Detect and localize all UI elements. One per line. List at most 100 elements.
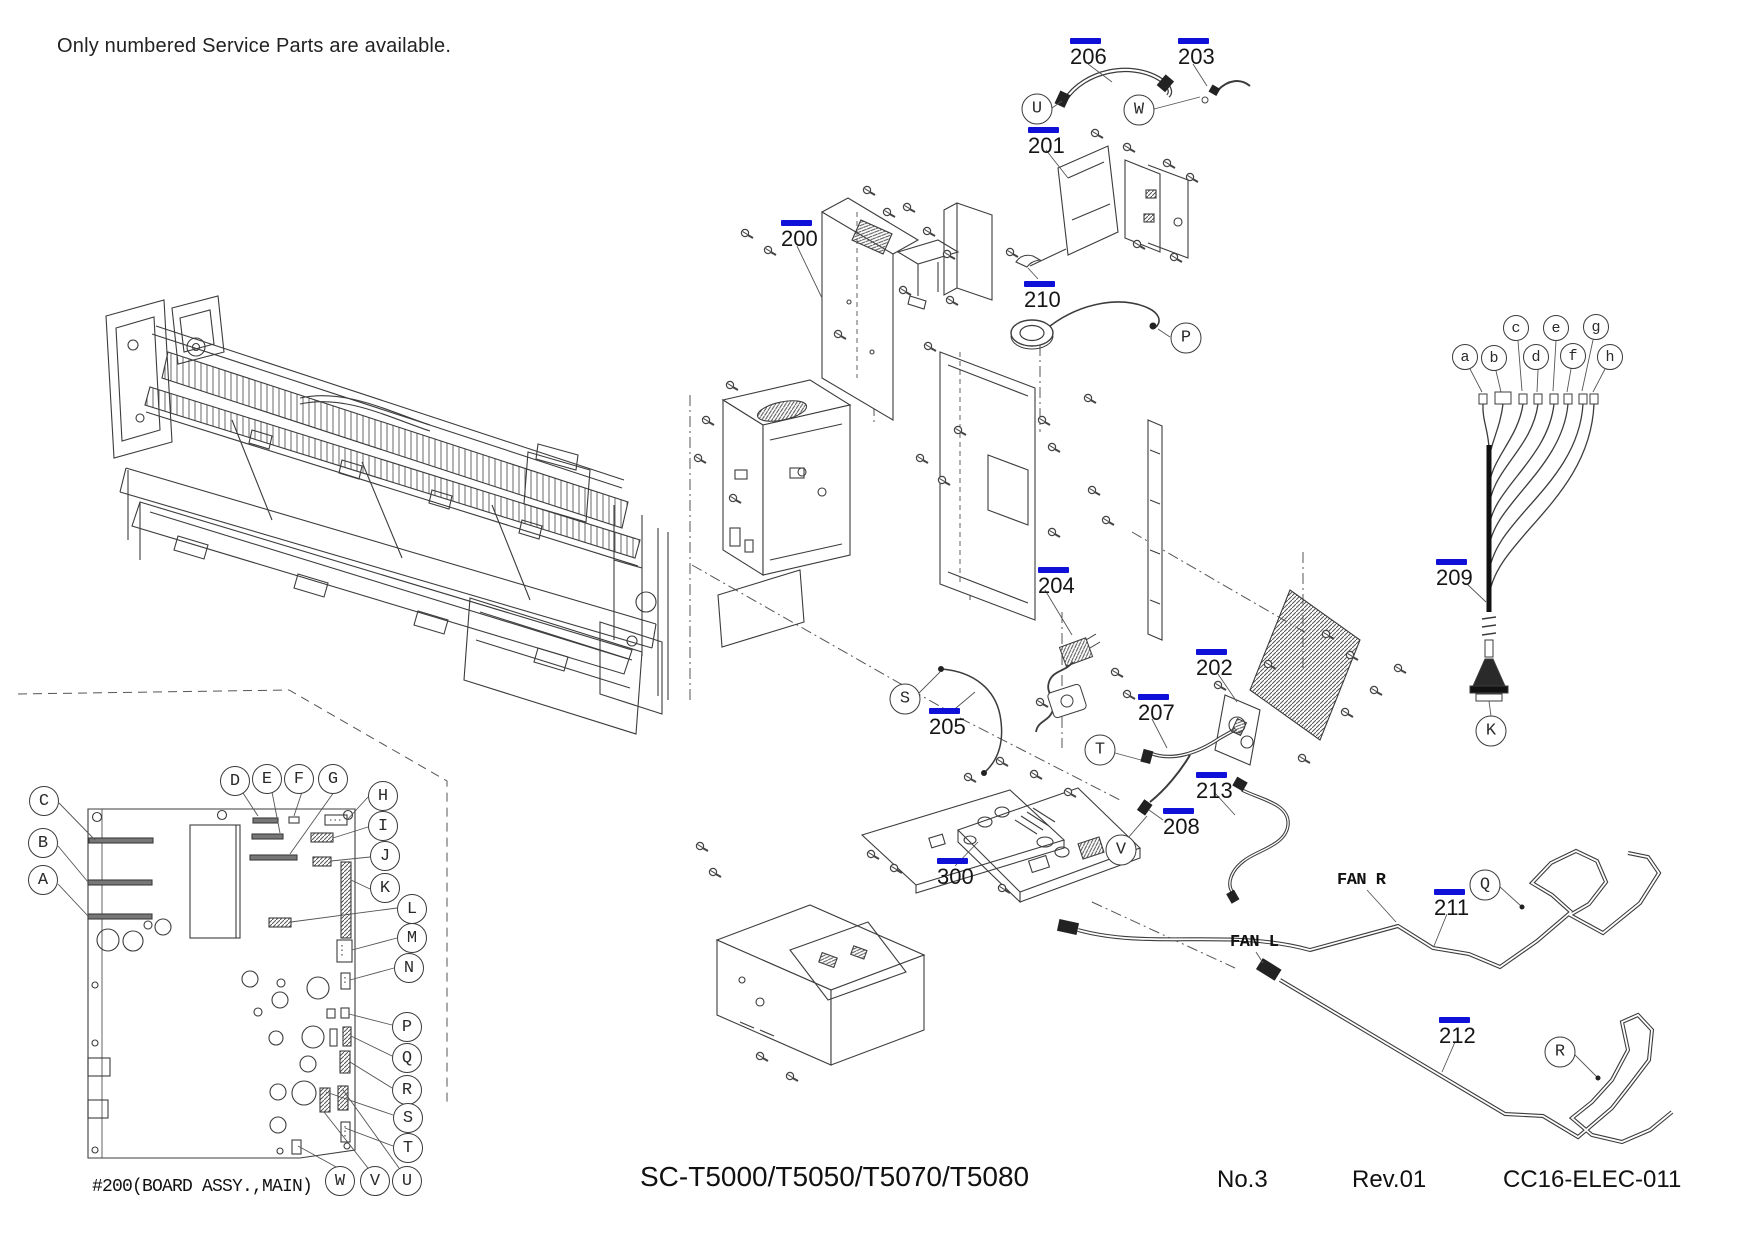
part-callout-203: 203 (1178, 38, 1215, 68)
balloon-ref-T: T (1084, 734, 1116, 766)
balloon-board-V: V (360, 1166, 390, 1196)
part-callout-208: 208 (1163, 808, 1200, 838)
sheet-number: No.3 (1217, 1166, 1268, 1193)
part-callout-201: 201 (1028, 127, 1065, 157)
callout-number: 300 (937, 864, 974, 889)
part-callout-213: 213 (1196, 772, 1233, 802)
balloon-wire-e: e (1543, 315, 1569, 341)
part-callout-204: 204 (1038, 567, 1075, 597)
balloon-board-S: S (393, 1103, 423, 1133)
balloon-board-D: D (220, 766, 250, 796)
fan-l-label: FAN L (1230, 933, 1279, 952)
callout-accent-bar (1196, 649, 1227, 655)
part-callout-210: 210 (1024, 281, 1061, 311)
callout-accent-bar (1178, 38, 1209, 44)
balloon-board-A: A (28, 865, 58, 895)
callout-number: 201 (1028, 133, 1065, 158)
callout-accent-bar (1024, 281, 1055, 287)
balloon-ref-U: U (1021, 93, 1053, 125)
callout-number: 211 (1434, 895, 1470, 920)
callout-number: 208 (1163, 814, 1200, 839)
fan-r-label: FAN R (1337, 871, 1386, 890)
balloon-board-M: M (397, 923, 427, 953)
balloon-wire-d: d (1523, 344, 1549, 370)
balloon-board-K: K (370, 873, 400, 903)
callout-accent-bar (1196, 772, 1227, 778)
callout-number: 202 (1196, 655, 1233, 680)
callout-accent-bar (1038, 567, 1069, 573)
document-code: CC16-ELEC-011 (1503, 1166, 1682, 1193)
balloon-board-W: W (325, 1166, 355, 1196)
harness-209 (1469, 339, 1606, 717)
callout-number: 207 (1138, 700, 1175, 725)
revision: Rev.01 (1352, 1166, 1427, 1193)
balloon-board-T: T (393, 1133, 423, 1163)
balloon-ref-K: K (1475, 715, 1507, 747)
callout-accent-bar (937, 858, 968, 864)
balloon-board-H: H (368, 781, 398, 811)
balloon-wire-b: b (1481, 345, 1507, 371)
callout-accent-bar (1028, 127, 1059, 133)
callout-number: 212 (1439, 1023, 1476, 1048)
balloon-board-U: U (392, 1166, 422, 1196)
balloon-wire-f: f (1560, 343, 1586, 369)
exploded-panels (715, 145, 1361, 1066)
part-callout-202: 202 (1196, 649, 1233, 679)
balloon-board-B: B (28, 828, 58, 858)
part-callout-211: 211 (1434, 889, 1469, 919)
balloon-ref-W: W (1123, 94, 1155, 126)
balloon-board-R: R (392, 1075, 422, 1105)
balloon-ref-V: V (1105, 834, 1137, 866)
part-callout-200: 200 (781, 220, 818, 250)
balloon-board-G: G (318, 764, 348, 794)
part-callout-300: 300 (937, 858, 974, 888)
callout-number: 213 (1196, 778, 1233, 803)
printer-chassis (105, 295, 669, 735)
part-callout-206: 206 (1070, 38, 1107, 68)
fan-cables (1056, 848, 1674, 1145)
part-callout-209: 209 (1436, 559, 1473, 589)
part-callout-205: 205 (929, 708, 966, 738)
balloon-ref-S: S (889, 683, 921, 715)
callout-number: 200 (781, 226, 818, 251)
model-title: SC-T5000/T5050/T5070/T5080 (640, 1161, 1030, 1192)
balloon-board-Q: Q (392, 1043, 422, 1073)
service-parts-note: Only numbered Service Parts are availabl… (57, 35, 452, 57)
part-callout-207: 207 (1138, 694, 1175, 724)
board-assy-callout: #200(BOARD ASSY.,MAIN) (92, 1177, 313, 1197)
balloon-board-J: J (370, 841, 400, 871)
callout-accent-bar (1163, 808, 1194, 814)
callout-number: 206 (1070, 44, 1107, 69)
callout-accent-bar (1439, 1017, 1470, 1023)
balloon-board-I: I (368, 811, 398, 841)
balloon-wire-c: c (1503, 315, 1529, 341)
callout-number: 204 (1038, 573, 1075, 598)
callout-accent-bar (929, 708, 960, 714)
callout-accent-bar (1070, 38, 1101, 44)
callout-number: 205 (929, 714, 966, 739)
balloon-ref-R: R (1544, 1036, 1576, 1068)
callout-accent-bar (781, 220, 812, 226)
callout-accent-bar (1138, 694, 1169, 700)
main-board-diagram (57, 791, 400, 1169)
balloon-board-N: N (394, 953, 424, 983)
callout-accent-bar (1434, 889, 1465, 895)
balloon-wire-h: h (1597, 344, 1623, 370)
callout-number: 210 (1024, 287, 1061, 312)
callout-number: 203 (1178, 44, 1215, 69)
balloon-board-C: C (29, 786, 59, 816)
balloon-board-L: L (397, 894, 427, 924)
part-callout-212: 212 (1439, 1017, 1476, 1047)
callout-number: 209 (1436, 565, 1473, 590)
balloon-ref-P: P (1170, 322, 1202, 354)
balloon-board-E: E (252, 764, 282, 794)
callout-accent-bar (1436, 559, 1467, 565)
balloon-wire-a: a (1452, 344, 1478, 370)
balloon-wire-g: g (1583, 314, 1609, 340)
balloon-board-F: F (284, 764, 314, 794)
balloon-ref-Q: Q (1469, 869, 1501, 901)
cables (938, 67, 1290, 904)
